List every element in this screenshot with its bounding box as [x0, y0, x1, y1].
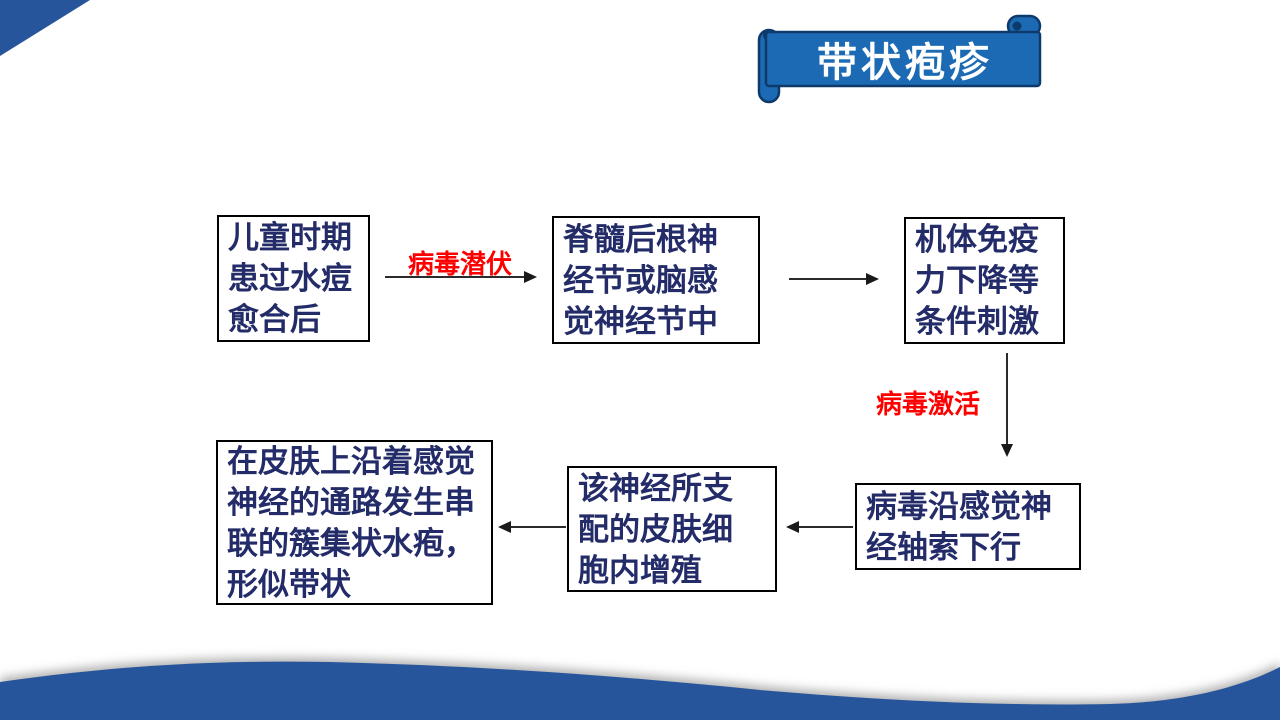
- scroll-band: [764, 30, 1042, 88]
- flow-box-virus-descends-axon: 病毒沿感觉神 经轴索下行: [855, 483, 1081, 570]
- bottom-wave-shape: [0, 661, 1280, 720]
- title-scroll-banner: 带状疱疹: [756, 14, 1050, 106]
- arrow-line: [385, 276, 524, 278]
- arrow-head-left-icon: [786, 521, 799, 533]
- arrow-head-right-icon: [524, 271, 537, 283]
- arrow-head-down-icon: [1001, 444, 1013, 457]
- corner-triangle-shape: [0, 0, 90, 56]
- bottom-wave-decoration: [0, 661, 1280, 720]
- label-virus-latency: 病毒潜伏: [407, 249, 512, 279]
- arrow-line: [511, 526, 566, 528]
- flow-box-sensory-ganglion: 脊髓后根神 经节或脑感 觉神经节中: [552, 216, 760, 344]
- arrow-head-right-icon: [866, 273, 879, 285]
- flow-box-skin-cell-proliferation: 该神经所支 配的皮肤细 胞内增殖: [567, 466, 777, 592]
- scroll-right-curl: [1012, 21, 1022, 31]
- arrow-line: [1006, 353, 1008, 445]
- flow-box-immunity-drop: 机体免疫 力下降等 条件刺激: [904, 217, 1065, 344]
- flow-box-childhood-chickenpox: 儿童时期 患过水痘 愈合后: [217, 215, 370, 342]
- scroll-banner-shape: [757, 14, 1042, 104]
- arrow-line: [799, 526, 853, 528]
- arrow-head-left-icon: [498, 521, 511, 533]
- corner-triangle-decoration: [0, 0, 90, 56]
- arrow-line: [789, 278, 866, 280]
- label-virus-activation: 病毒激活: [875, 389, 980, 419]
- slide-title: 带状疱疹: [817, 41, 993, 85]
- flow-box-band-like-blisters: 在皮肤上沿着感觉 神经的通路发生串 联的簇集状水疱， 形似带状: [216, 440, 493, 605]
